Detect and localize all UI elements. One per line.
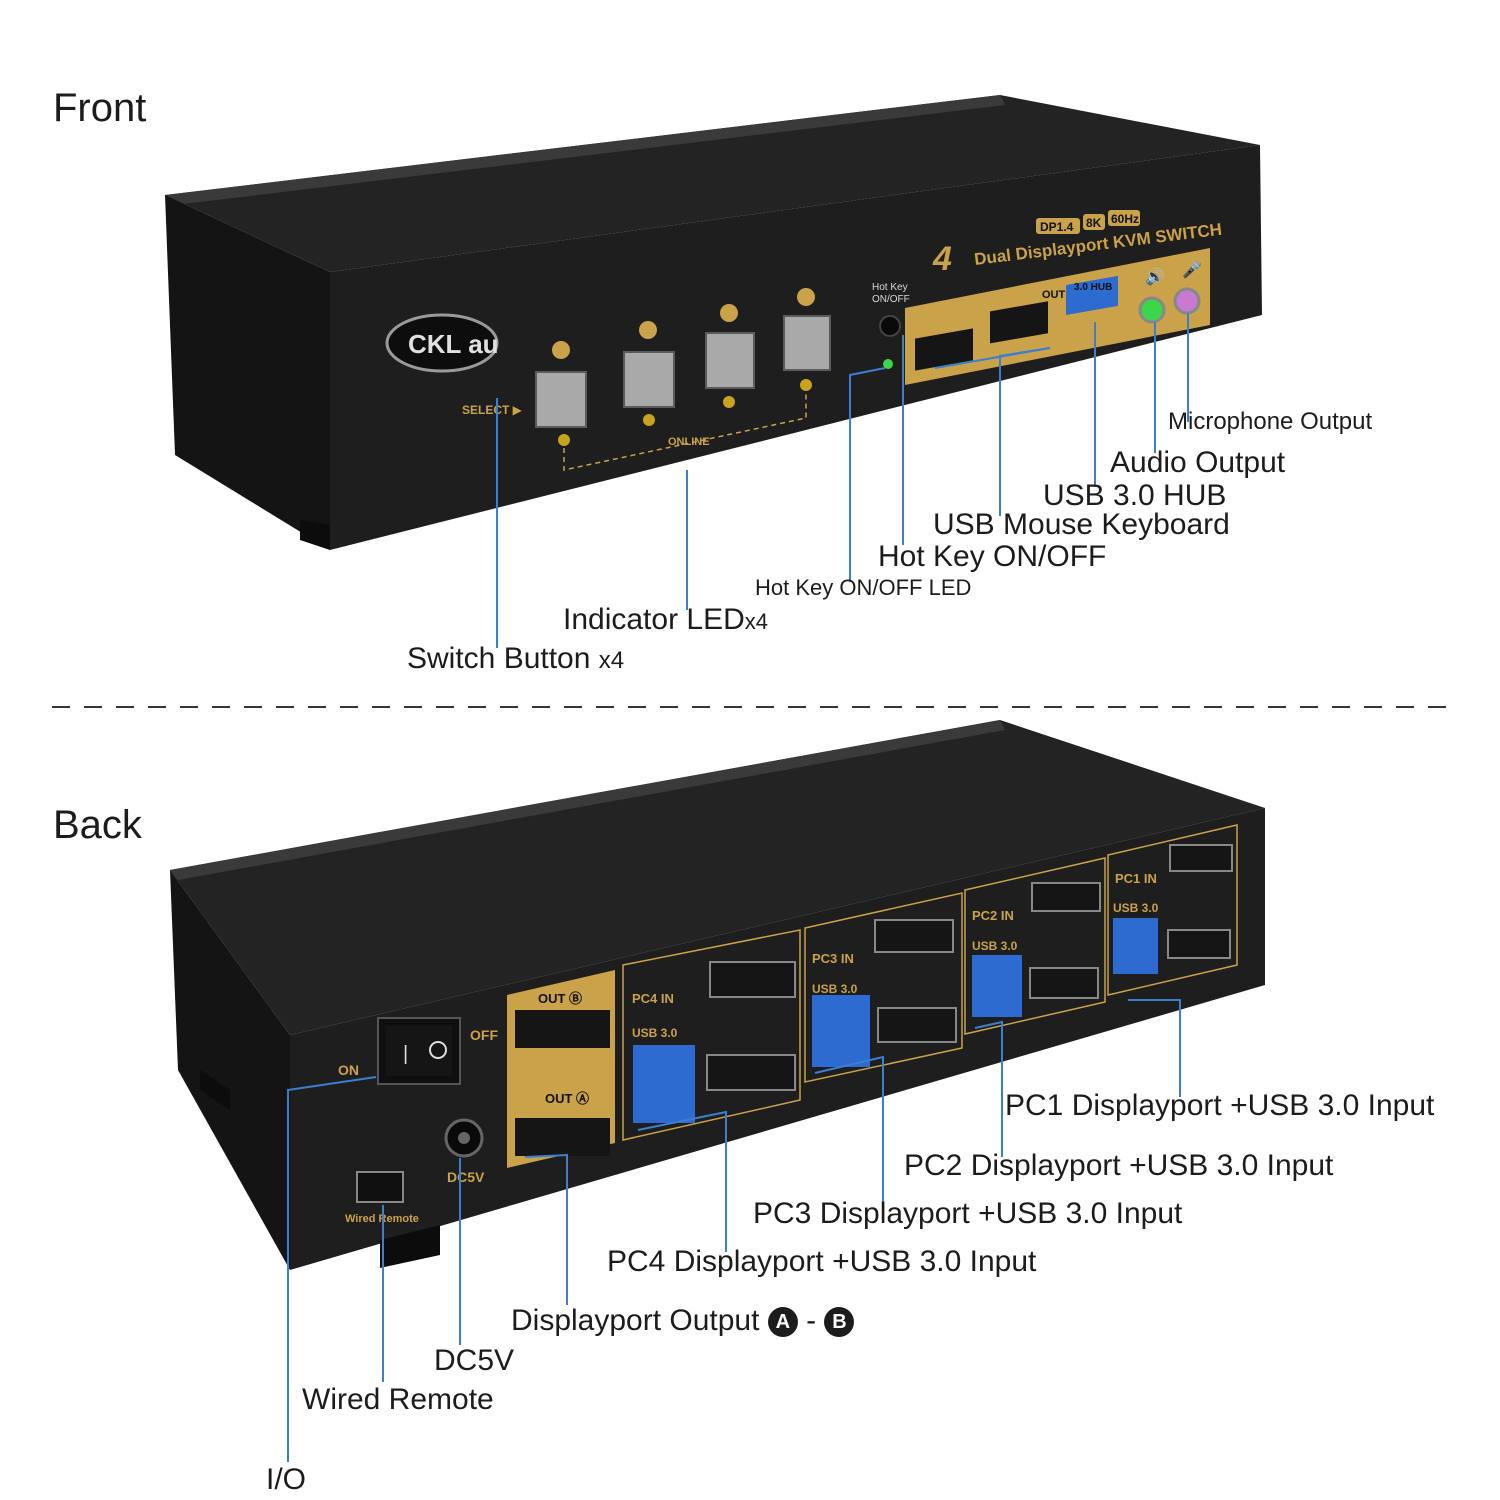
svg-text:ON: ON bbox=[338, 1062, 359, 1078]
callout-displayport-output: Displayport Output A - B bbox=[511, 1306, 855, 1338]
usb-port-pc4 bbox=[633, 1045, 695, 1123]
online-label: ONLINE bbox=[668, 436, 710, 448]
svg-text:OFF: OFF bbox=[470, 1027, 498, 1043]
svg-text:|: | bbox=[403, 1043, 408, 1065]
callout-usb-hub: USB 3.0 HUB bbox=[1043, 479, 1227, 512]
svg-text:USB 3.0: USB 3.0 bbox=[812, 982, 858, 996]
callout-dc5v: DC5V bbox=[434, 1344, 515, 1377]
svg-text:USB 3.0: USB 3.0 bbox=[632, 1026, 678, 1040]
callout-pc2-input: PC2 Displayport +USB 3.0 Input bbox=[904, 1149, 1334, 1182]
svg-text:OUT Ⓐ: OUT Ⓐ bbox=[545, 1091, 589, 1106]
svg-text:3.0 HUB: 3.0 HUB bbox=[1074, 282, 1112, 293]
svg-text:PC3 IN: PC3 IN bbox=[812, 951, 854, 966]
switch-button-1[interactable] bbox=[535, 371, 587, 428]
callout-io: I/O bbox=[266, 1463, 307, 1496]
switch-button-3[interactable] bbox=[705, 332, 755, 389]
usb-port-pc2 bbox=[972, 955, 1022, 1017]
mic-icon: 🎤 bbox=[1182, 260, 1202, 279]
svg-text:60Hz: 60Hz bbox=[1111, 212, 1139, 226]
audio-jack bbox=[1138, 296, 1166, 324]
svg-text:4: 4 bbox=[932, 240, 952, 278]
front-leader-lines bbox=[496, 313, 1189, 648]
remote-port bbox=[356, 1171, 404, 1203]
speaker-icon: 🔊 bbox=[1145, 267, 1165, 286]
callout-hotkey: Hot Key ON/OFF bbox=[878, 540, 1107, 573]
svg-text:PC2 IN: PC2 IN bbox=[972, 908, 1014, 923]
back-leader-lines bbox=[287, 999, 1181, 1462]
callout-hotkey-led: Hot Key ON/OFF LED bbox=[755, 575, 972, 600]
select-label: SELECT ▶ bbox=[462, 403, 523, 417]
callout-switch-button: Switch Button x4 bbox=[407, 642, 625, 675]
svg-text:8K: 8K bbox=[1086, 216, 1102, 230]
hotkey-small-label: Hot Key bbox=[872, 282, 908, 293]
callout-usb-mouse-keyboard: USB Mouse Keyboard bbox=[933, 508, 1230, 541]
hotkey-button[interactable] bbox=[879, 315, 901, 337]
svg-text:OUT Ⓑ: OUT Ⓑ bbox=[538, 991, 582, 1006]
svg-text:OUT: OUT bbox=[1042, 289, 1066, 301]
front-logo-text: CKL au bbox=[408, 329, 499, 359]
callout-pc1-input: PC1 Displayport +USB 3.0 Input bbox=[1005, 1089, 1435, 1122]
callout-pc4-input: PC4 Displayport +USB 3.0 Input bbox=[607, 1245, 1037, 1278]
usb-port-pc1 bbox=[1113, 918, 1158, 974]
svg-text:ON/OFF: ON/OFF bbox=[872, 294, 910, 305]
callout-indicator-led: Indicator LEDx4 bbox=[563, 603, 769, 636]
callout-wired-remote: Wired Remote bbox=[302, 1383, 494, 1416]
usb-port-pc3 bbox=[812, 995, 870, 1067]
svg-text:PC4 IN: PC4 IN bbox=[632, 991, 674, 1006]
switch-button-4[interactable] bbox=[783, 315, 831, 371]
callout-audio-output: Audio Output bbox=[1110, 446, 1286, 479]
callout-microphone-output: Microphone Output bbox=[1168, 408, 1373, 435]
back-section-title: Back bbox=[53, 803, 142, 847]
svg-text:USB 3.0: USB 3.0 bbox=[972, 939, 1018, 953]
svg-text:PC1 IN: PC1 IN bbox=[1115, 871, 1157, 886]
callout-pc3-input: PC3 Displayport +USB 3.0 Input bbox=[753, 1197, 1183, 1230]
switch-button-2[interactable] bbox=[623, 351, 675, 408]
svg-text:DP1.4: DP1.4 bbox=[1040, 220, 1074, 234]
front-unit: CKL au SELECT ▶ ONLINE Hot Key ON/OFF DP… bbox=[165, 95, 1262, 550]
mic-jack bbox=[1173, 287, 1201, 315]
back-unit: | ON OFF DC5V Wired Remote OUT Ⓑ OUT Ⓐ P… bbox=[170, 720, 1265, 1270]
svg-text:USB 3.0: USB 3.0 bbox=[1113, 901, 1159, 915]
hotkey-led bbox=[883, 359, 893, 369]
front-section-title: Front bbox=[53, 86, 147, 130]
svg-text:DC5V: DC5V bbox=[447, 1169, 485, 1185]
svg-text:Wired Remote: Wired Remote bbox=[345, 1213, 419, 1225]
